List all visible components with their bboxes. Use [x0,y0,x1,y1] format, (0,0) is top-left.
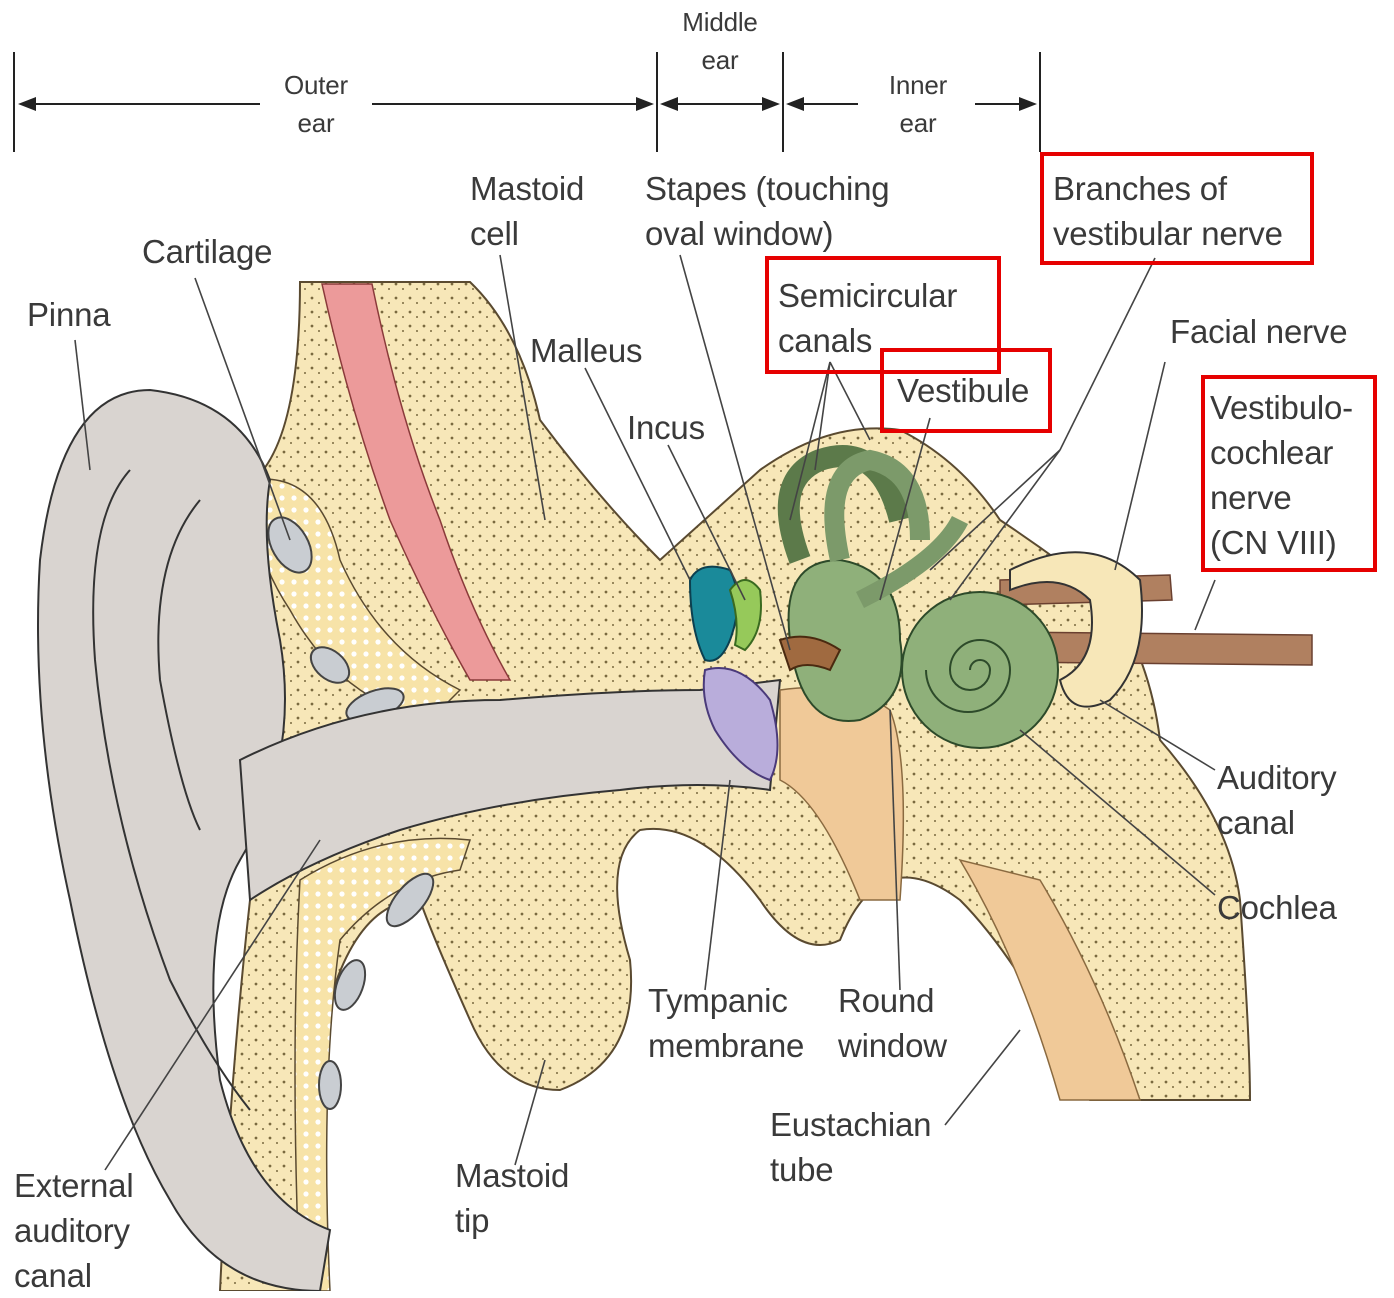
highlight-box-vestibule [880,348,1052,433]
eustachian-tube-label: Eustachian tube [770,1102,931,1192]
external-auditory-canal-label: External auditory canal [14,1163,133,1298]
middle-ear-label: Middle ear [670,3,770,79]
round-window-label: Round window [838,978,947,1068]
cartilage-label: Cartilage [142,229,272,274]
incus-label: Incus [627,405,705,450]
malleus-label: Malleus [530,328,642,373]
highlight-box-branches-vestibular-nerve [1040,152,1314,265]
stapes-label: Stapes (touching oval window) [645,166,889,256]
highlight-box-vestibulocochlear-nerve [1201,375,1377,572]
facial-nerve-label: Facial nerve [1170,309,1347,354]
inner-ear-label: Inner ear [870,66,966,142]
cochlea-label: Cochlea [1217,885,1337,930]
tympanic-membrane-label: Tympanic membrane [648,978,804,1068]
outer-ear-label: Outer ear [268,66,364,142]
pinna-label: Pinna [27,292,110,337]
mastoid-tip-label: Mastoid tip [455,1153,569,1243]
auditory-canal-label: Auditory canal [1217,755,1336,845]
mastoid-cell-label: Mastoid cell [470,166,584,256]
